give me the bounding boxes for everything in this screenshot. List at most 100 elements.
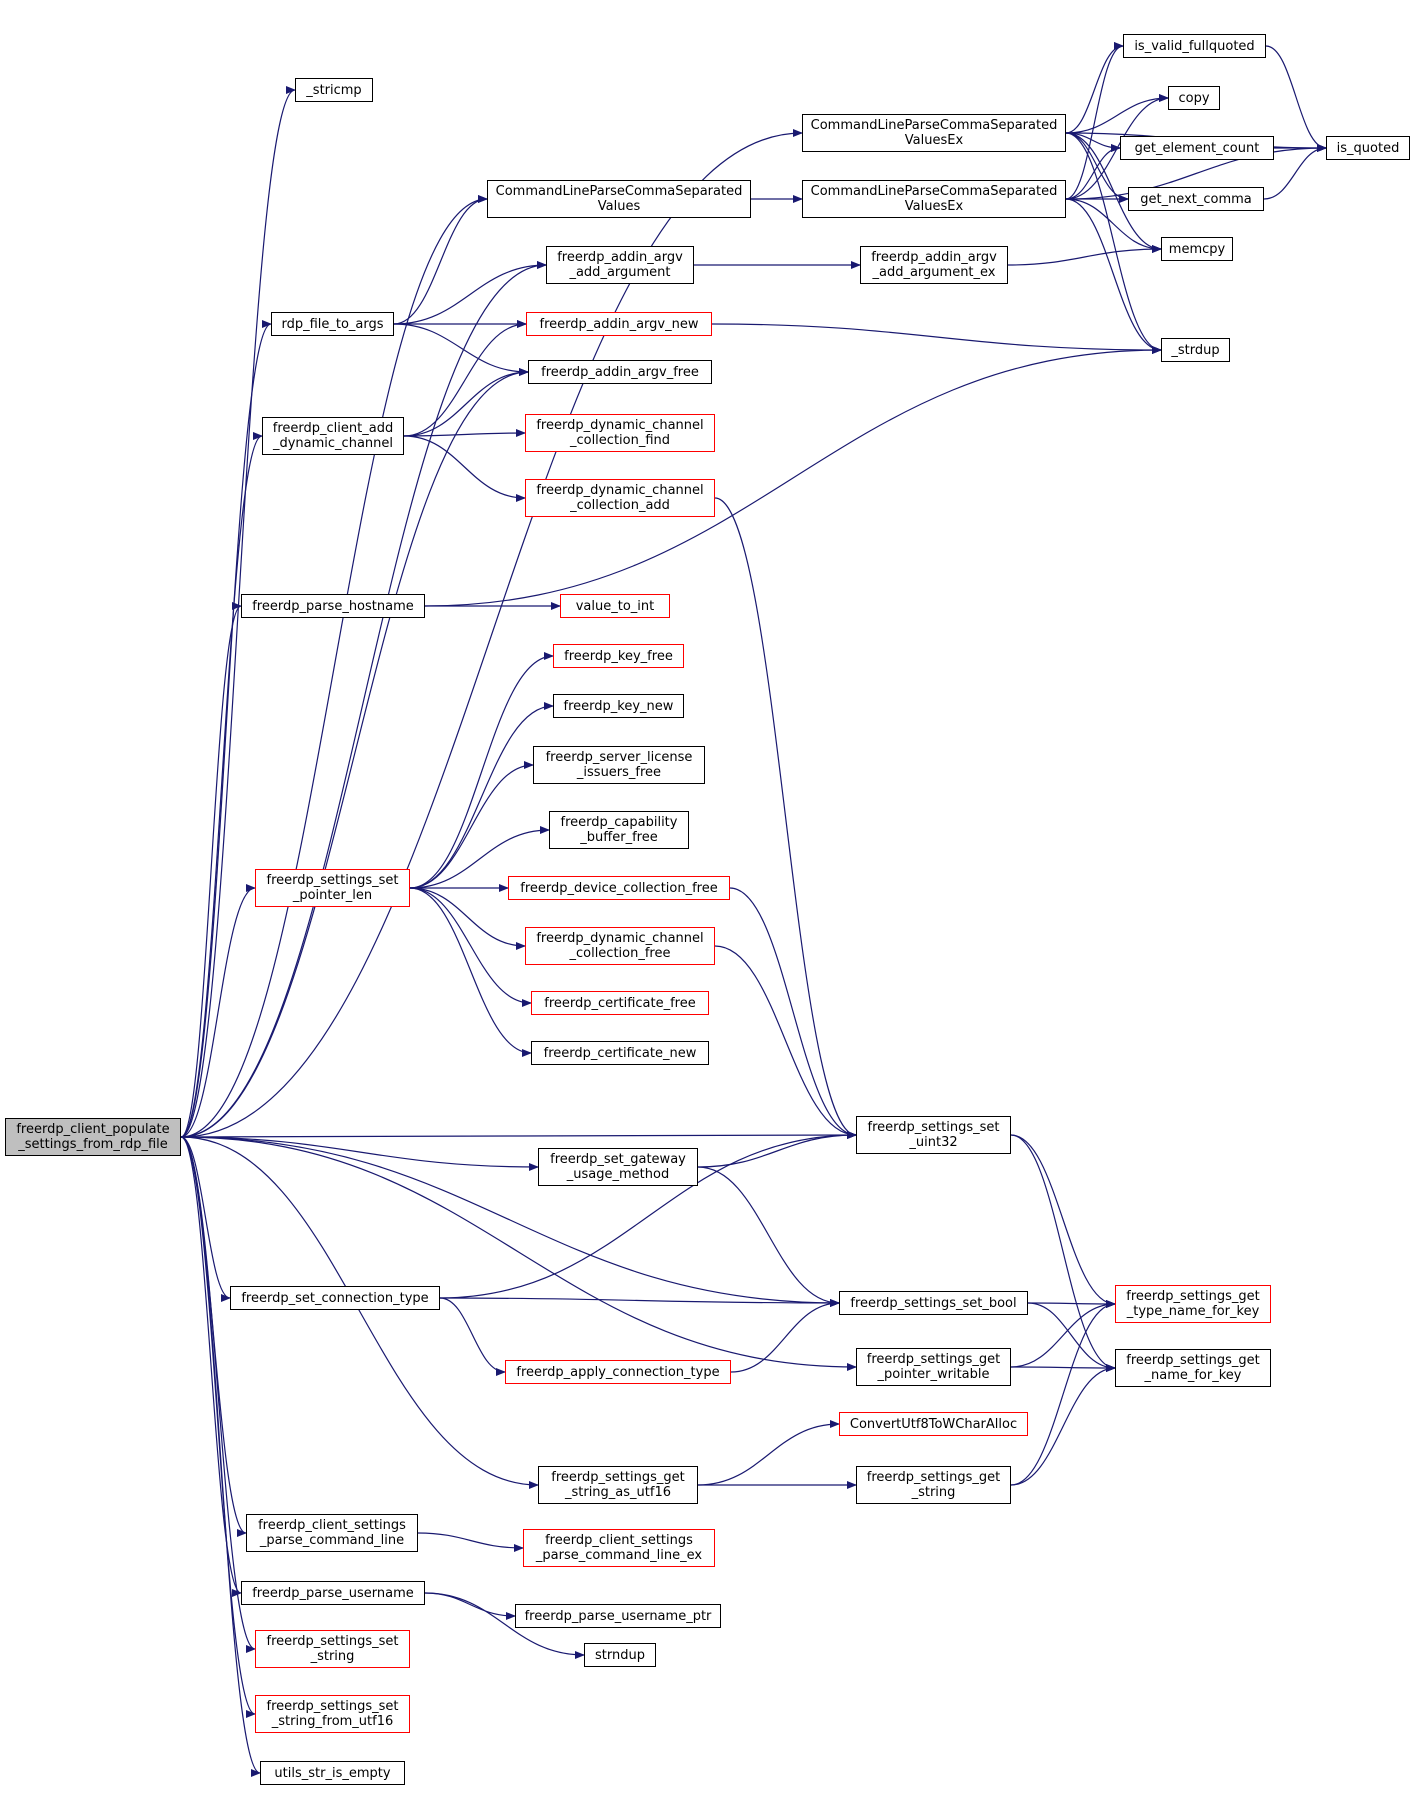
edge-client-add-dynamic-channel-to-dyn-collection-add bbox=[403, 435, 526, 502]
node-label: freerdp_settings_set _string_from_utf16 bbox=[266, 1699, 399, 1729]
edge-clpcsvex2-to-get-element-count bbox=[1065, 144, 1121, 200]
node-strdup[interactable]: _strdup bbox=[1161, 338, 1230, 362]
node-label: is_valid_fullquoted bbox=[1134, 38, 1255, 54]
node-get-type-name-for-key[interactable]: freerdp_settings_get _type_name_for_key bbox=[1115, 1285, 1271, 1323]
node-server-license-issuers-free[interactable]: freerdp_server_license _issuers_free bbox=[533, 746, 705, 784]
node-get-pointer-writable[interactable]: freerdp_settings_get _pointer_writable bbox=[856, 1348, 1011, 1386]
node-addin-argv-add-argument[interactable]: freerdp_addin_argv _add_argument bbox=[546, 246, 694, 284]
node-client-settings-parse-cl[interactable]: freerdp_client_settings _parse_command_l… bbox=[246, 1514, 418, 1552]
node-utils-str-is-empty[interactable]: utils_str_is_empty bbox=[260, 1761, 405, 1785]
node-clpcsvex2[interactable]: CommandLineParseCommaSeparated ValuesEx bbox=[802, 180, 1066, 218]
node-rdp-file-to-args[interactable]: rdp_file_to_args bbox=[271, 312, 394, 336]
node-label: CommandLineParseCommaSeparated ValuesEx bbox=[810, 118, 1058, 148]
node-root[interactable]: freerdp_client_populate _settings_from_r… bbox=[5, 1118, 181, 1156]
node-certificate-free[interactable]: freerdp_certificate_free bbox=[531, 991, 709, 1015]
node-label: freerdp_client_populate _settings_from_r… bbox=[16, 1122, 170, 1152]
edge-parse-hostname-to-strdup bbox=[424, 346, 1162, 607]
edge-root-to-settings-set-string bbox=[180, 1136, 256, 1653]
node-client-settings-parse-cl-ex[interactable]: freerdp_client_settings _parse_command_l… bbox=[523, 1529, 715, 1567]
node-label: freerdp_settings_get _string_as_utf16 bbox=[551, 1470, 685, 1500]
node-get-string-as-utf16[interactable]: freerdp_settings_get _string_as_utf16 bbox=[538, 1466, 698, 1504]
node-settings-set-bool[interactable]: freerdp_settings_set_bool bbox=[839, 1291, 1028, 1315]
node-capability-buffer-free[interactable]: freerdp_capability _buffer_free bbox=[549, 811, 689, 849]
node-get-string[interactable]: freerdp_settings_get _string bbox=[856, 1466, 1011, 1504]
node-set-gateway-usage-method[interactable]: freerdp_set_gateway _usage_method bbox=[538, 1148, 698, 1186]
node-apply-connection-type[interactable]: freerdp_apply_connection_type bbox=[505, 1360, 731, 1384]
node-stricmp[interactable]: _stricmp bbox=[295, 78, 373, 102]
node-parse-username[interactable]: freerdp_parse_username bbox=[241, 1581, 425, 1605]
edge-client-add-dynamic-channel-to-dyn-collection-find bbox=[403, 429, 526, 438]
node-label: freerdp_parse_hostname bbox=[252, 598, 414, 614]
node-label: freerdp_settings_set _uint32 bbox=[867, 1120, 1000, 1150]
node-label: freerdp_apply_connection_type bbox=[516, 1364, 720, 1380]
node-label: freerdp_parse_username bbox=[252, 1585, 414, 1601]
node-settings-set-string-from-utf16[interactable]: freerdp_settings_set _string_from_utf16 bbox=[255, 1695, 410, 1733]
node-convert-utf8[interactable]: ConvertUtf8ToWCharAlloc bbox=[839, 1412, 1028, 1436]
node-copy[interactable]: copy bbox=[1168, 86, 1220, 110]
node-settings-set-uint32[interactable]: freerdp_settings_set _uint32 bbox=[856, 1116, 1011, 1154]
node-parse-username-ptr[interactable]: freerdp_parse_username_ptr bbox=[515, 1604, 721, 1628]
edge-root-to-set-connection-type bbox=[180, 1136, 231, 1302]
edge-settings-set-pointer-len-to-key-new bbox=[409, 702, 554, 889]
edge-settings-set-bool-to-get-name-for-key bbox=[1027, 1302, 1116, 1372]
edge-settings-set-pointer-len-to-key-free bbox=[409, 652, 554, 889]
node-label: freerdp_device_collection_free bbox=[520, 880, 718, 896]
edge-root-to-get-string-as-utf16 bbox=[180, 1136, 539, 1489]
node-clpcsvex1[interactable]: CommandLineParseCommaSeparated ValuesEx bbox=[802, 114, 1066, 152]
node-dyn-collection-add[interactable]: freerdp_dynamic_channel _collection_add bbox=[525, 479, 715, 517]
edge-set-connection-type-to-settings-set-uint32 bbox=[439, 1131, 857, 1299]
node-label: freerdp_parse_username_ptr bbox=[524, 1608, 712, 1624]
node-get-element-count[interactable]: get_element_count bbox=[1120, 136, 1274, 160]
node-label: freerdp_settings_set _pointer_len bbox=[266, 873, 399, 903]
node-addin-argv-new[interactable]: freerdp_addin_argv_new bbox=[526, 312, 712, 336]
node-parse-hostname[interactable]: freerdp_parse_hostname bbox=[241, 594, 425, 618]
edge-root-to-clpcsv bbox=[180, 195, 488, 1138]
node-is-valid-fullquoted[interactable]: is_valid_fullquoted bbox=[1123, 34, 1266, 58]
node-get-next-comma[interactable]: get_next_comma bbox=[1128, 187, 1264, 211]
edge-clpcsvex1-to-copy bbox=[1065, 94, 1169, 134]
node-label: get_element_count bbox=[1134, 140, 1260, 156]
node-dyn-collection-free[interactable]: freerdp_dynamic_channel _collection_free bbox=[525, 927, 715, 965]
node-label: _strdup bbox=[1171, 342, 1220, 358]
node-device-collection-free[interactable]: freerdp_device_collection_free bbox=[508, 876, 730, 900]
node-dyn-collection-find[interactable]: freerdp_dynamic_channel _collection_find bbox=[525, 414, 715, 452]
edge-settings-set-pointer-len-to-dyn-collection-free bbox=[409, 887, 526, 950]
edge-settings-set-uint32-to-get-name-for-key bbox=[1010, 1134, 1116, 1372]
edge-settings-set-pointer-len-to-certificate-new bbox=[409, 887, 532, 1057]
edge-set-connection-type-to-settings-set-bool bbox=[439, 1297, 840, 1307]
edge-client-settings-parse-cl-to-client-settings-parse-cl-ex bbox=[417, 1532, 524, 1552]
edge-apply-connection-type-to-settings-set-bool bbox=[730, 1299, 840, 1373]
edge-clpcsvex2-to-memcpy bbox=[1065, 198, 1162, 253]
node-certificate-new[interactable]: freerdp_certificate_new bbox=[531, 1041, 709, 1065]
node-settings-set-string[interactable]: freerdp_settings_set _string bbox=[255, 1630, 410, 1668]
node-label: freerdp_client_add _dynamic_channel bbox=[272, 421, 394, 451]
edge-root-to-stricmp bbox=[180, 86, 296, 1138]
node-memcpy[interactable]: memcpy bbox=[1161, 237, 1233, 261]
node-addin-argv-add-argument-ex[interactable]: freerdp_addin_argv _add_argument_ex bbox=[860, 246, 1008, 284]
node-key-free[interactable]: freerdp_key_free bbox=[553, 644, 684, 668]
node-label: freerdp_dynamic_channel _collection_find bbox=[536, 418, 704, 448]
node-label: rdp_file_to_args bbox=[281, 316, 384, 332]
node-addin-argv-free[interactable]: freerdp_addin_argv_free bbox=[528, 360, 712, 384]
node-settings-set-pointer-len[interactable]: freerdp_settings_set _pointer_len bbox=[255, 869, 410, 907]
edge-get-string-as-utf16-to-convert-utf8 bbox=[697, 1420, 840, 1486]
edge-rdp-file-to-args-to-addin-argv-free bbox=[393, 323, 529, 376]
node-is-quoted[interactable]: is_quoted bbox=[1326, 136, 1410, 160]
node-get-name-for-key[interactable]: freerdp_settings_get _name_for_key bbox=[1115, 1349, 1271, 1387]
node-label: freerdp_addin_argv _add_argument bbox=[557, 250, 683, 280]
node-label: freerdp_dynamic_channel _collection_add bbox=[536, 483, 704, 513]
node-label: freerdp_addin_argv _add_argument_ex bbox=[871, 250, 997, 280]
node-label: freerdp_server_license _issuers_free bbox=[545, 750, 693, 780]
node-set-connection-type[interactable]: freerdp_set_connection_type bbox=[230, 1286, 440, 1310]
node-client-add-dynamic-channel[interactable]: freerdp_client_add _dynamic_channel bbox=[262, 417, 404, 455]
edge-settings-set-pointer-len-to-server-license-issuers-free bbox=[409, 761, 534, 889]
node-label: freerdp_set_gateway _usage_method bbox=[550, 1152, 686, 1182]
node-label: freerdp_key_new bbox=[563, 698, 674, 714]
node-key-new[interactable]: freerdp_key_new bbox=[553, 694, 684, 718]
edge-client-add-dynamic-channel-to-addin-argv-new bbox=[403, 320, 527, 437]
node-value-to-int[interactable]: value_to_int bbox=[560, 594, 670, 618]
edge-root-to-clpcsvex1 bbox=[180, 129, 803, 1138]
node-clpcsv[interactable]: CommandLineParseCommaSeparated Values bbox=[487, 180, 751, 218]
node-label: freerdp_settings_get _string bbox=[866, 1470, 1001, 1500]
node-strndup[interactable]: strndup bbox=[584, 1643, 656, 1667]
